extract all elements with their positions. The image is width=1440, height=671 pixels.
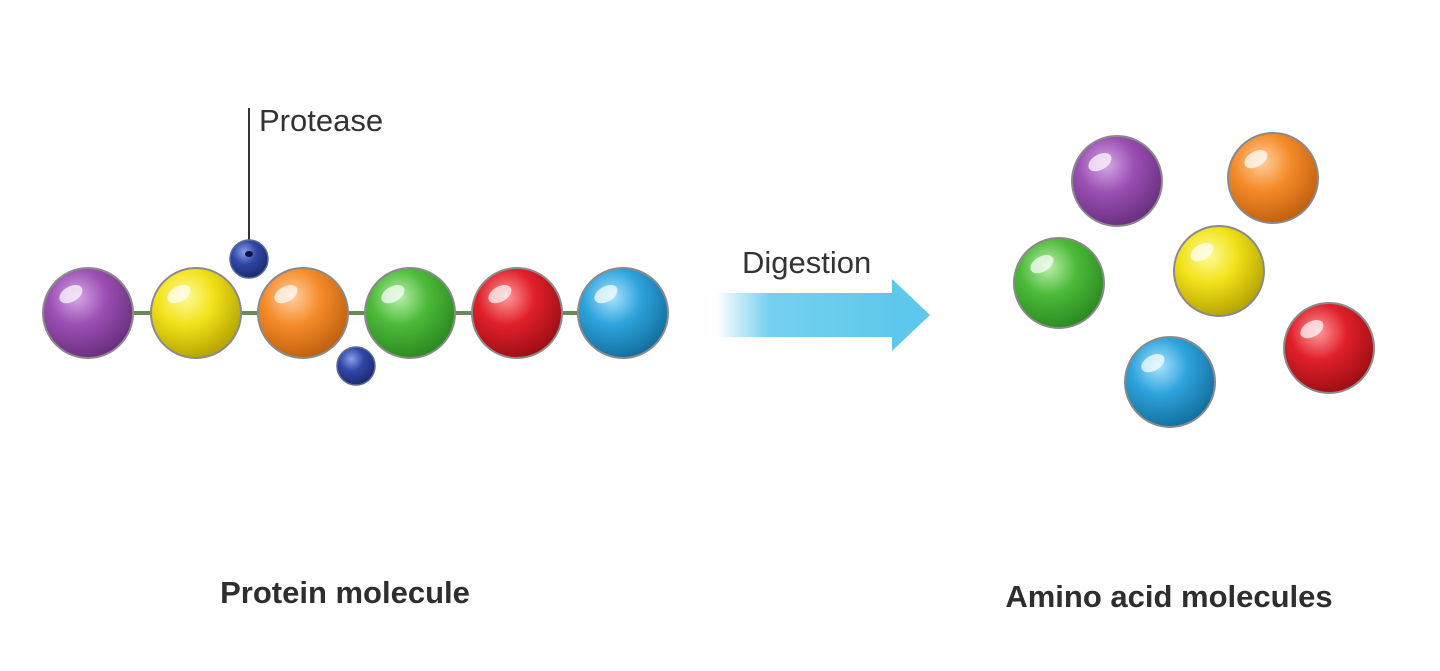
free-amino-acid-blue-sphere xyxy=(1124,336,1216,428)
chain-amino-acid-blue xyxy=(577,267,669,359)
chain-amino-acid-red-sphere xyxy=(471,267,563,359)
chain-amino-acid-red-highlight xyxy=(488,284,512,304)
chain-amino-acid-orange xyxy=(257,267,349,359)
chain-amino-acid-green-highlight xyxy=(381,284,405,304)
chain-amino-acid-orange-sphere xyxy=(257,267,349,359)
protein-molecule-chain xyxy=(42,267,669,359)
free-amino-acid-purple-sphere xyxy=(1071,135,1163,227)
chain-amino-acids xyxy=(42,267,669,359)
free-amino-acid-green-highlight xyxy=(1030,254,1054,274)
chain-amino-acid-purple-highlight xyxy=(59,284,83,304)
free-amino-acid-yellow-sphere xyxy=(1173,225,1265,317)
free-amino-acid-yellow xyxy=(1173,225,1265,317)
protease-enzyme-top-dot xyxy=(245,251,253,257)
free-amino-acid-yellow-highlight xyxy=(1190,242,1214,262)
free-amino-acid-blue-highlight xyxy=(1141,353,1165,373)
chain-amino-acid-yellow-sphere xyxy=(150,267,242,359)
chain-amino-acid-blue-highlight xyxy=(594,284,618,304)
free-amino-acid-purple-highlight xyxy=(1088,152,1112,172)
chain-amino-acid-blue-sphere xyxy=(577,267,669,359)
protease-label: Protease xyxy=(259,103,383,138)
free-amino-acid-orange-sphere xyxy=(1227,132,1319,224)
chain-amino-acid-purple-sphere xyxy=(42,267,134,359)
chain-amino-acid-yellow xyxy=(150,267,242,359)
free-amino-acid-red-sphere xyxy=(1283,302,1375,394)
free-amino-acids xyxy=(1013,132,1375,428)
chain-amino-acid-green xyxy=(364,267,456,359)
protease-enzyme-top xyxy=(229,239,269,279)
chain-amino-acid-red xyxy=(471,267,563,359)
protein-molecule-caption: Protein molecule xyxy=(220,575,470,610)
free-amino-acid-purple xyxy=(1071,135,1163,227)
free-amino-acid-red xyxy=(1283,302,1375,394)
chain-amino-acid-yellow-highlight xyxy=(167,284,191,304)
digestion-arrow-shaft xyxy=(716,293,894,337)
protease-enzyme-bottom xyxy=(336,346,376,386)
digestion-label: Digestion xyxy=(742,245,871,280)
free-amino-acid-red-highlight xyxy=(1300,319,1324,339)
free-amino-acid-blue xyxy=(1124,336,1216,428)
free-amino-acid-orange-highlight xyxy=(1244,149,1268,169)
digestion-arrow-head xyxy=(892,279,930,351)
chain-amino-acid-purple xyxy=(42,267,134,359)
free-amino-acid-orange xyxy=(1227,132,1319,224)
free-amino-acid-green-sphere xyxy=(1013,237,1105,329)
free-amino-acid-green xyxy=(1013,237,1105,329)
amino-acid-molecules-caption: Amino acid molecules xyxy=(1005,579,1332,614)
chain-amino-acid-orange-highlight xyxy=(274,284,298,304)
chain-amino-acid-green-sphere xyxy=(364,267,456,359)
protease-enzymes: Protease xyxy=(229,103,383,386)
digestion-arrow-group: Digestion xyxy=(716,245,930,351)
